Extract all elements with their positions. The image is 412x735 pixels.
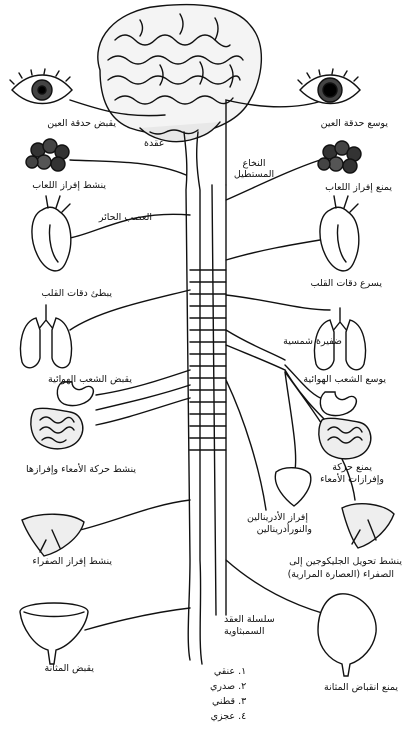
ganglion-label: عقدة [144, 138, 164, 149]
liver-icon-right [342, 504, 394, 548]
liver-right-label-2: الصفراء (العصارة المرارية) [288, 569, 394, 580]
legend-item: ٢. صدري [210, 679, 246, 694]
eye-left-label: يقبض حدقة العين [47, 118, 116, 129]
lungs-left-label: يقبض الشعب الهوائية [48, 374, 132, 385]
bladder-icon-right [318, 594, 376, 676]
plexus-label: ضفيرة شمسية [283, 336, 342, 347]
liver-icon-left [22, 514, 84, 556]
heart-left-label: يبطئ دقات القلب [41, 288, 112, 299]
heart-right-label: يسرع دقات القلب [311, 278, 383, 289]
stomach-icon-left [57, 382, 93, 406]
saliva-right-label: يمنع إفراز اللعاب [325, 182, 392, 193]
adrenal-label-2: والنورأدرينالين [257, 524, 312, 535]
intestine-right-label-2: وإفرازات الأمعاء [320, 474, 384, 485]
spinal-nerves [190, 270, 226, 450]
intestine-icon-right [319, 418, 371, 459]
eye-icon-left [10, 69, 72, 104]
region-legend: ١. عنقي ٢. صدري ٣. قطني ٤. عجزي [210, 664, 246, 724]
intestine-right-label-1: يمنع حركة [332, 462, 372, 473]
heart-icon-right [320, 196, 359, 271]
brain-icon [98, 5, 262, 142]
lungs-right-label: يوسع الشعب الهوائية [303, 374, 386, 385]
legend-item: ٤. عجزي [210, 709, 246, 724]
heart-icon-left [32, 196, 71, 271]
medulla-label: النخاع المستطيل [228, 158, 280, 180]
intestine-icon-left [31, 408, 83, 449]
chain-label-1: سلسلة العقد [224, 614, 275, 625]
chain-label-2: السمبثاوية [224, 626, 264, 637]
eye-icon-right [298, 69, 360, 104]
adrenal-gland-icon [275, 468, 310, 506]
salivary-gland-icon-right [318, 141, 361, 173]
legend-item: ١. عنقي [210, 664, 246, 679]
liver-right-label-1: ينشط تحويل الجليكوجين إلى [289, 556, 402, 567]
salivary-gland-icon-left [26, 139, 69, 171]
vagus-label: العصب الحائر [99, 212, 152, 223]
eye-right-label: يوسع حدقة العين [321, 118, 388, 129]
liver-left-label: ينشط إفراز الصفراء [32, 556, 112, 567]
adrenal-label-1: إفراز الأدرينالين [247, 512, 308, 523]
bladder-icon-left [20, 603, 88, 664]
intestine-left-label: ينشط حركة الأمعاء وإفرازها [26, 464, 136, 475]
stomach-icon-right [320, 392, 356, 416]
lungs-icon-left [21, 305, 72, 368]
legend-item: ٣. قطني [210, 694, 246, 709]
bladder-right-label: يمنع انقباض المثانة [324, 682, 398, 693]
bladder-left-label: يقبض المثانة [45, 663, 95, 674]
saliva-left-label: ينشط إفراز اللعاب [32, 180, 106, 191]
